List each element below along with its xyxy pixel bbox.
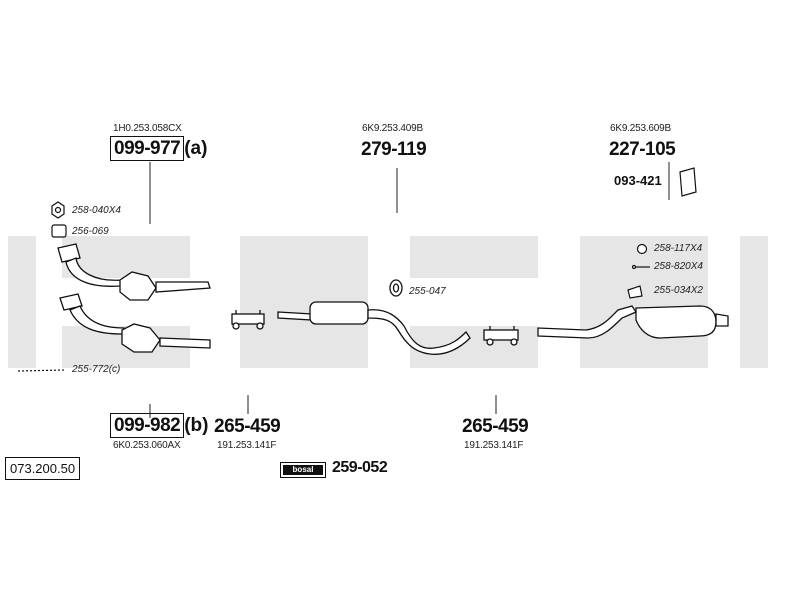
cable-icon	[17, 369, 65, 372]
variant-a: (a)	[184, 138, 208, 159]
acc-bolt[interactable]: 258-820X4	[654, 261, 703, 272]
clamp-left-shape	[231, 310, 265, 330]
catalog-number: 073.200.50	[5, 457, 81, 480]
part-number-rear-silencer[interactable]: 227-105	[609, 139, 676, 160]
acc-gasket-front[interactable]: 256-069	[72, 226, 109, 237]
mounting-kit-icon	[679, 167, 697, 197]
acc-bracket[interactable]: 255-034X2	[654, 285, 703, 296]
ring-icon	[636, 243, 648, 255]
oe-front-pipe-b: 6K0.253.060AX	[113, 440, 181, 451]
front-pipe-b-shape	[59, 293, 211, 353]
oe-clamp-right: 191.253.141F	[464, 440, 524, 451]
part-number-paste[interactable]: 259-052	[332, 459, 388, 476]
acc-cable[interactable]: 255-772(c)	[72, 364, 121, 375]
rubber-mount-shape	[389, 279, 403, 297]
part-number-mounting-kit[interactable]: 093-421	[614, 173, 662, 188]
part-number-front-pipe-b: 099-982	[110, 413, 185, 438]
front-pipe-a-shape	[57, 243, 211, 301]
part-number-clamp-right[interactable]: 265-459	[462, 416, 529, 437]
bosal-logo: bosal	[280, 462, 326, 478]
bosal-logo-text: bosal	[283, 465, 323, 475]
watermark-band-7	[580, 236, 708, 368]
nut-hole-icon	[54, 206, 62, 214]
part-number-front-pipe-a: 099-977	[110, 136, 185, 161]
gasket-icon	[51, 224, 67, 238]
clamp-right-shape	[483, 326, 519, 346]
part-front-pipe-b[interactable]: 099-982(b)	[110, 413, 209, 438]
watermark-band-8	[740, 236, 768, 368]
oe-rear-silencer: 6K9.253.609B	[610, 123, 671, 134]
part-front-pipe-a[interactable]: 099-977(a)	[110, 136, 208, 161]
acc-ring[interactable]: 258-117X4	[654, 243, 703, 254]
rear-silencer-shape	[537, 305, 729, 339]
part-number-clamp-left[interactable]: 265-459	[214, 416, 281, 437]
bracket-icon	[627, 285, 643, 299]
watermark-band-5	[410, 236, 538, 278]
watermark-band-1	[8, 236, 36, 368]
middle-silencer-shape	[277, 301, 471, 355]
oe-front-pipe-a: 1H0.253.058CX	[113, 123, 182, 134]
variant-b: (b)	[184, 415, 209, 436]
oe-middle-silencer: 6K9.253.409B	[362, 123, 423, 134]
oe-clamp-left: 191.253.141F	[217, 440, 277, 451]
acc-nut[interactable]: 258-040X4	[72, 205, 121, 216]
acc-rubber-mount[interactable]: 255-047	[409, 286, 446, 297]
part-number-middle-silencer[interactable]: 279-119	[361, 139, 427, 160]
